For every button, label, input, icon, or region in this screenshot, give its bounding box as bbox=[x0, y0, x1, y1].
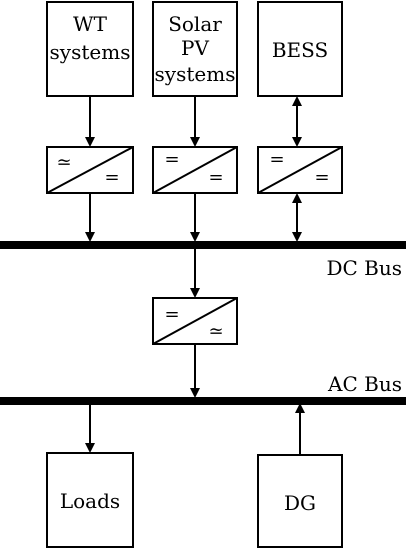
inverter-output-symbol: ≃ bbox=[208, 321, 223, 342]
dc-ac-inverter: = ≃ bbox=[152, 297, 238, 345]
converter-input-symbol: = bbox=[164, 149, 179, 170]
loads-block: Loads bbox=[46, 452, 134, 548]
bess-label: BESS bbox=[272, 38, 328, 62]
loads-label: Loads bbox=[60, 489, 120, 513]
converter-output-symbol: = bbox=[314, 167, 329, 188]
converter-output-symbol: = bbox=[208, 167, 223, 188]
dc-bus-label: DC Bus bbox=[326, 256, 402, 280]
converter-input-symbol: ≃ bbox=[56, 152, 71, 173]
dg-block: DG bbox=[257, 454, 343, 548]
wt-label-line-2: systems bbox=[50, 40, 131, 64]
wt-label-line-1: WT bbox=[73, 12, 108, 36]
dg-label: DG bbox=[284, 491, 316, 515]
wt-ac-dc-converter: ≃ = bbox=[46, 146, 134, 194]
pv-label-line-2: PV bbox=[181, 36, 209, 60]
pv-label-line-1: Solar bbox=[168, 12, 222, 36]
solar-pv-block: Solar PV systems bbox=[152, 1, 238, 97]
wt-systems-block: WT systems bbox=[46, 1, 134, 97]
inverter-input-symbol: = bbox=[164, 304, 179, 325]
pv-dc-dc-converter: = = bbox=[152, 146, 238, 194]
bess-dc-dc-converter: = = bbox=[257, 146, 343, 194]
converter-output-symbol: = bbox=[104, 167, 119, 188]
pv-label-line-3: systems bbox=[155, 62, 236, 86]
bess-block: BESS bbox=[257, 1, 343, 97]
converter-input-symbol: = bbox=[269, 149, 284, 170]
ac-bus-label: AC Bus bbox=[327, 372, 402, 396]
